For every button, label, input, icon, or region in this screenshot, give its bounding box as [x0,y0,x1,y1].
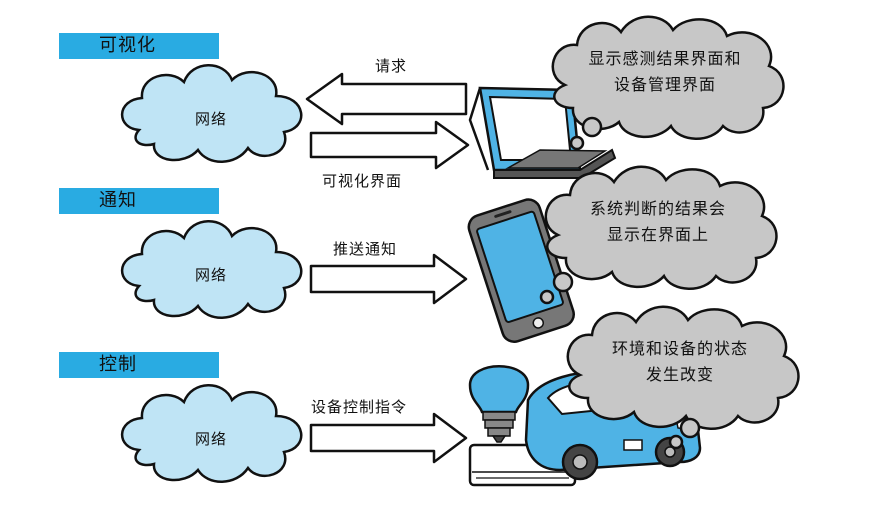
arrow-visual-interface [309,120,470,170]
bubble-3-line-2: 发生改变 [645,365,714,384]
arrow-push-notification [309,253,468,305]
thought-bubble-1 [551,15,785,151]
bubble-1-line-1: 显示感测结果界面和 [588,49,742,68]
bubble-3-line-1: 环境和设备的状态 [611,339,748,358]
bubble-2-line-1: 系统判断的结果会 [589,199,726,218]
thought-bubble-2 [539,165,778,305]
light-bulb-icon [468,365,530,443]
section-title-notification: 通知 [59,188,219,214]
bubble-2-line-2: 显示在界面上 [606,225,709,244]
arrow-request [305,72,468,126]
bubble-text-1: 显示感测结果界面和 设备管理界面 [575,46,755,98]
arrow-device-control [309,412,468,464]
cloud-label-3: 网络 [195,430,228,448]
bubble-text-3: 环境和设备的状态 发生改变 [590,336,770,388]
arrow-label-request: 请求 [375,57,408,75]
section-title-control: 控制 [59,352,219,378]
bubble-1-line-2: 设备管理界面 [613,75,716,94]
bubble-text-2: 系统判断的结果会 显示在界面上 [568,196,748,248]
laptop-icon [468,86,617,179]
arrow-label-push-notification: 推送通知 [333,240,398,258]
cloud-label-2: 网络 [195,266,228,284]
section-title-visualization: 可视化 [59,33,219,59]
arrow-label-visual-interface: 可视化界面 [322,172,403,190]
thought-bubble-3 [566,305,800,450]
cloud-label-1: 网络 [195,110,228,128]
arrow-label-device-control: 设备控制指令 [311,398,408,416]
